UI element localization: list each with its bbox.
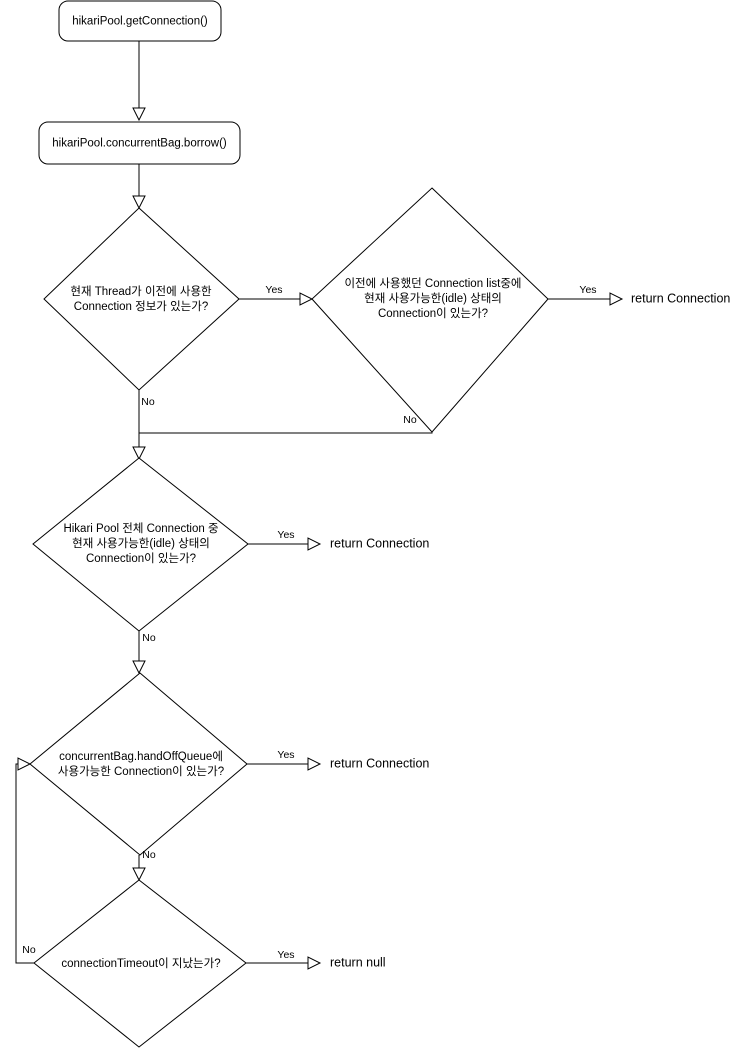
edge-label-d3-no: No xyxy=(142,632,156,644)
node-decision-previous-connection-list[interactable] xyxy=(311,187,549,433)
arrow-head-icon xyxy=(307,757,322,771)
node-start[interactable] xyxy=(58,0,222,42)
node-start-label: hikariPool.getConnection() xyxy=(72,16,208,28)
node-decision-thread-connection-line2: Connection 정보가 있는가? xyxy=(74,300,208,313)
node-decision-pool-idle-connection[interactable] xyxy=(32,457,249,632)
terminal-return-null: return null xyxy=(330,955,386,969)
edge-label-d1-no: No xyxy=(141,396,155,408)
arrow-head-icon xyxy=(132,867,146,882)
arrow-head-icon xyxy=(132,660,146,675)
edge-d5-no-loop-to-d4 xyxy=(15,763,34,964)
node-decision-thread-connection[interactable] xyxy=(43,207,240,391)
edge-label-d4-yes: Yes xyxy=(277,749,294,761)
node-decision-handoffqueue-line1: concurrentBag.handOffQueue에 xyxy=(59,750,223,763)
terminal-return-connection-3: return Connection xyxy=(330,756,429,770)
terminal-return-connection-1: return Connection xyxy=(631,291,730,305)
node-decision-pool-idle-connection-line3: Connection이 있는가? xyxy=(86,552,196,565)
terminal-return-connection-2: return Connection xyxy=(330,536,429,550)
node-decision-previous-connection-list-line3: Connection이 있는가? xyxy=(378,307,488,320)
arrow-head-icon xyxy=(132,195,146,210)
node-decision-previous-connection-list-line1: 이전에 사용했던 Connection list중에 xyxy=(344,277,521,290)
edge-label-d2-no: No xyxy=(403,414,417,426)
node-borrow-label: hikariPool.concurrentBag.borrow() xyxy=(52,138,227,150)
edge-label-d1-yes: Yes xyxy=(265,284,282,296)
edge-label-d2-yes: Yes xyxy=(579,284,596,296)
arrow-head-icon xyxy=(132,107,146,122)
arrow-head-icon xyxy=(132,446,146,461)
node-decision-handoffqueue-line2: 사용가능한 Connection이 있는가? xyxy=(58,765,224,778)
terminal-labels: return Connection return Connection retu… xyxy=(330,291,730,969)
edge-label-d4-no: No xyxy=(142,849,156,861)
node-decision-thread-connection-line1: 현재 Thread가 이전에 사용한 xyxy=(70,285,212,298)
arrow-head-icon xyxy=(299,292,314,306)
edge-label-d5-no: No xyxy=(22,944,36,956)
node-decision-connection-timeout-line1: connectionTimeout이 지났는가? xyxy=(61,957,220,970)
edge-d2-no-to-join xyxy=(139,432,433,434)
arrow-head-icon xyxy=(307,956,322,970)
arrow-head-icon xyxy=(609,292,624,306)
node-decision-pool-idle-connection-line1: Hikari Pool 전체 Connection 중 xyxy=(63,522,218,535)
connectors xyxy=(15,41,624,970)
node-decision-connection-timeout[interactable] xyxy=(33,879,247,1048)
edge-labels: Yes No Yes No Yes No Yes No Yes No xyxy=(22,284,596,961)
node-decision-pool-idle-connection-line2: 현재 사용가능한(idle) 상태의 xyxy=(72,537,210,550)
node-decision-previous-connection-list-line2: 현재 사용가능한(idle) 상태의 xyxy=(364,292,502,305)
arrow-head-icon xyxy=(307,537,322,551)
arrow-head-icon xyxy=(17,757,32,771)
edge-label-d3-yes: Yes xyxy=(277,529,294,541)
edge-label-d5-yes: Yes xyxy=(277,949,294,961)
node-decision-handoffqueue[interactable] xyxy=(29,672,248,856)
node-borrow[interactable] xyxy=(38,121,241,165)
